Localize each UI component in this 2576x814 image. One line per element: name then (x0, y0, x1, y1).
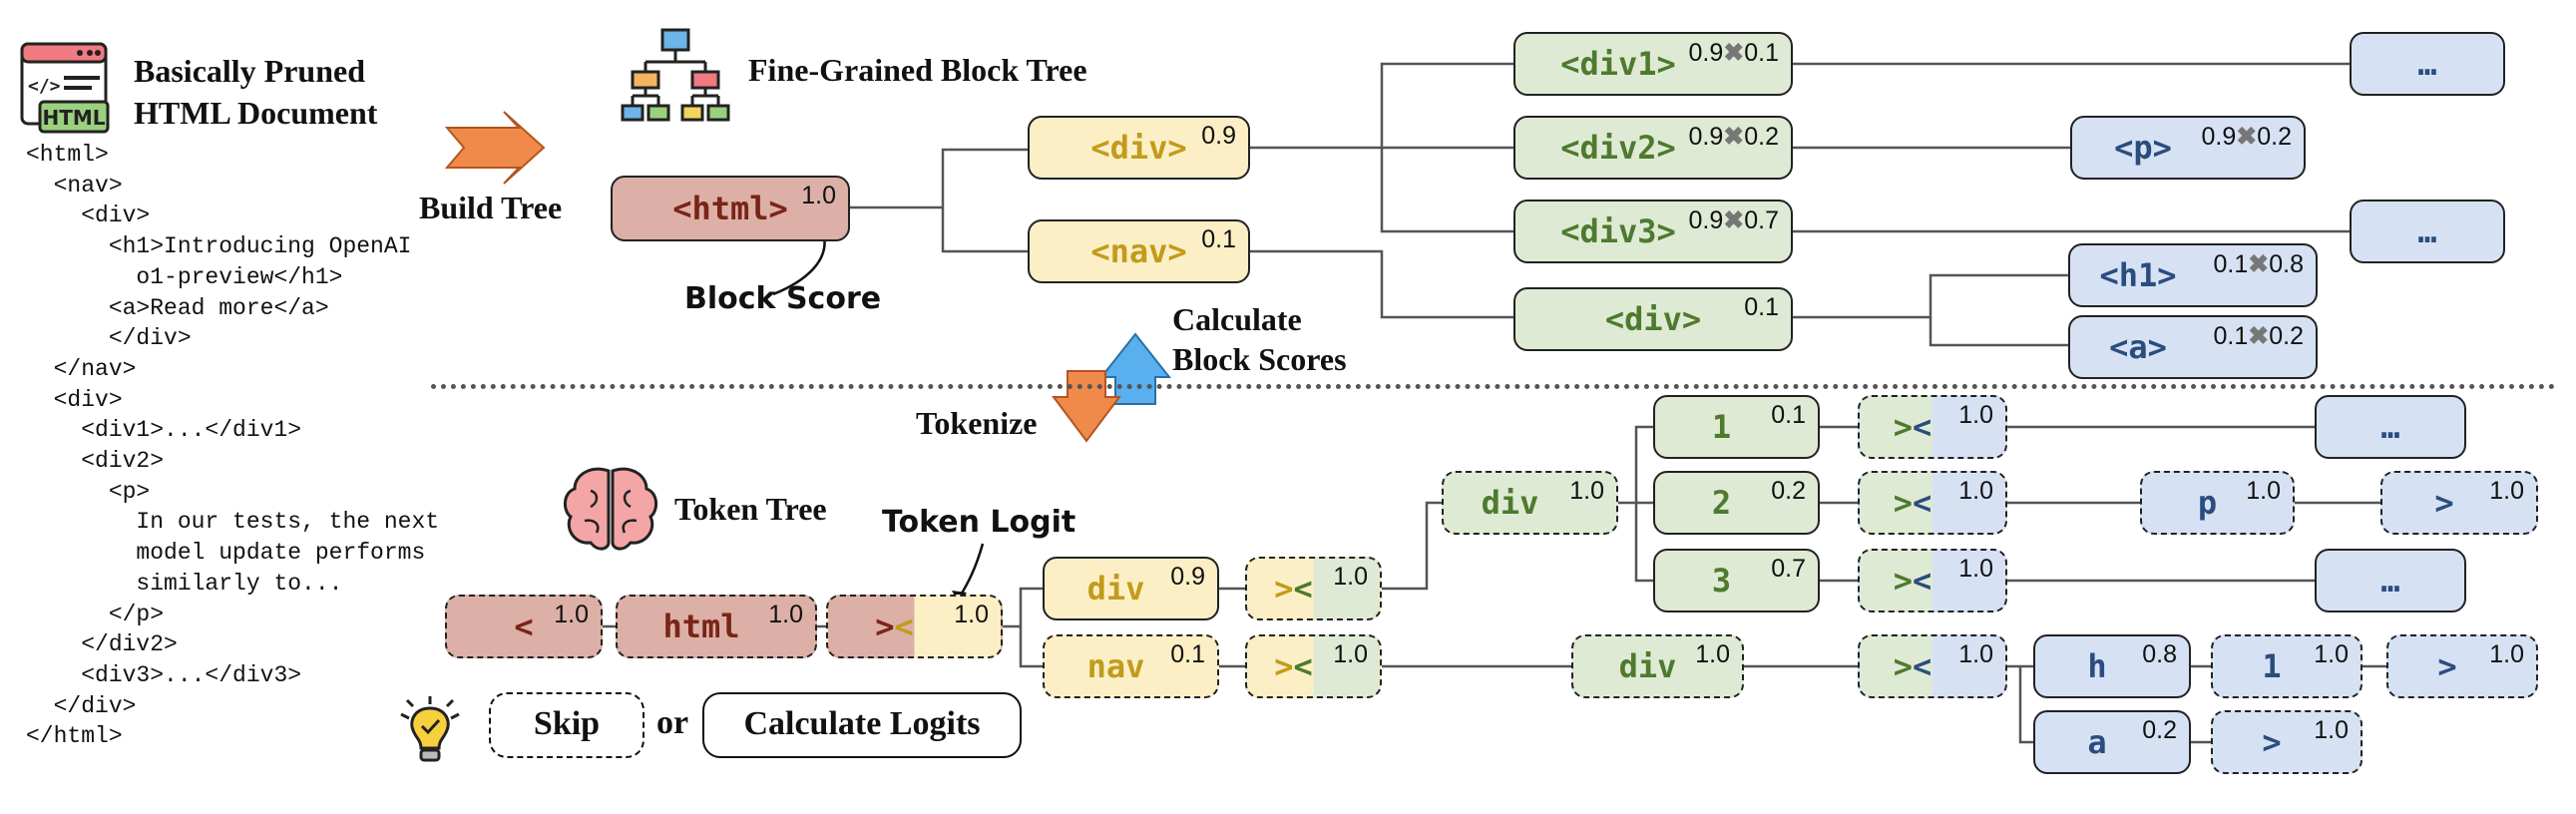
build-tree-label: Build Tree (419, 190, 563, 225)
lightbulb-icon (400, 696, 460, 762)
calc-block-scores-label: Calculate Block Scores (1172, 301, 1347, 377)
token-a-gt: >1.0 (2211, 710, 2362, 774)
token-ellipsis-1: … (2315, 395, 2466, 459)
skip-legend: Skip (489, 692, 644, 758)
token-gtlt-2: >< 1.0 (1858, 471, 2007, 535)
token-gtlt: >< 1.0 (826, 595, 1003, 658)
block-nav: <nav>0.1 (1028, 219, 1250, 283)
svg-text:</>: </> (28, 76, 61, 97)
hierarchy-icon (621, 28, 730, 122)
tokenize-label: Tokenize (916, 405, 1038, 441)
token-gtlt-nav: >< 1.0 (1245, 634, 1382, 698)
svg-text:HTML: HTML (42, 106, 105, 130)
section-divider (431, 384, 2556, 389)
block-ellipsis-2: … (2350, 200, 2505, 263)
build-tree-arrow (444, 111, 546, 185)
token-gtlt-1: >< 1.0 (1858, 395, 2007, 459)
token-h-gt: >1.0 (2386, 634, 2538, 698)
calc-logits-legend: Calculate Logits (702, 692, 1022, 758)
token-ellipsis-2: … (2315, 549, 2466, 612)
block-a: <a> 0.1✖0.2 (2068, 315, 2318, 379)
token-logit-label: Token Logit (882, 505, 1076, 540)
doc-title: Basically Pruned HTML Document (134, 53, 378, 131)
token-gtlt-3: >< 1.0 (1858, 549, 2007, 612)
block-ellipsis-1: … (2350, 32, 2505, 96)
block-div3: <div3> 0.9✖0.7 (1513, 200, 1793, 263)
block-p: <p> 0.9✖0.2 (2070, 116, 2306, 180)
token-p-gt: >1.0 (2380, 471, 2538, 535)
token-lt: <1.0 (445, 595, 603, 658)
token-tree-label: Token Tree (674, 491, 827, 527)
block-h1: <h1> 0.1✖0.8 (2068, 243, 2318, 307)
calculate-scores-arrow (1098, 332, 1172, 405)
block-div1: <div1> 0.9✖0.1 (1513, 32, 1793, 96)
block-div2: <div2> 0.9✖0.2 (1513, 116, 1793, 180)
token-gtlt-div: >< 1.0 (1245, 557, 1382, 620)
or-label: or (656, 704, 689, 741)
token-gtlt-4: >< 1.0 (1858, 634, 2007, 698)
fine-tree-title: Fine-Grained Block Tree (748, 52, 1087, 88)
block-html: <html>1.0 (611, 176, 850, 241)
block-div: <div>0.9 (1028, 116, 1250, 180)
html-code-block: <html> <nav> <div> <h1>Introducing OpenA… (26, 142, 440, 750)
block-score-label: Block Score (684, 281, 882, 316)
block-nav-div: <div>0.1 (1513, 287, 1793, 351)
html-document-icon: </> HTML (20, 42, 110, 134)
tokenize-arrow (1052, 370, 1121, 443)
brain-icon (564, 467, 657, 551)
